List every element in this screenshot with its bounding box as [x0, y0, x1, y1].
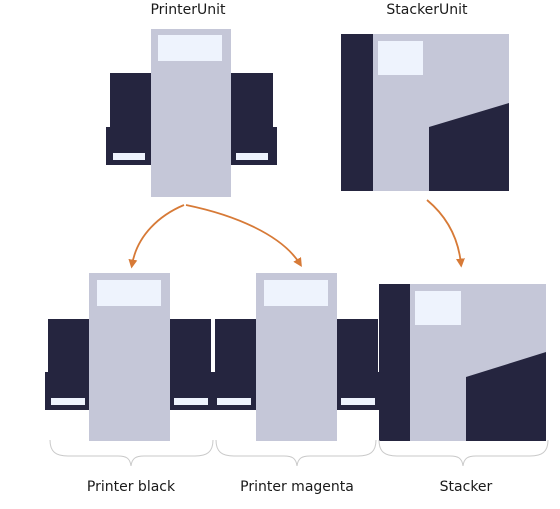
arrow-to-stacker — [426, 199, 465, 268]
brace-printer-black — [49, 439, 214, 467]
arrow-to-printer-black — [128, 204, 185, 269]
printer-unit-icon — [106, 29, 277, 197]
printer-black-icon — [45, 273, 214, 441]
stacker-unit-title: StackerUnit — [386, 2, 468, 18]
printer-unit-title: PrinterUnit — [150, 2, 226, 18]
brace-stacker — [378, 439, 549, 467]
stacker-label: Stacker — [439, 479, 493, 495]
stacker-icon — [379, 284, 546, 441]
brace-printer-magenta — [215, 439, 377, 467]
printer-magenta-icon — [212, 273, 381, 441]
arrow-to-printer-magenta — [185, 204, 302, 268]
printer-black-label: Printer black — [86, 479, 176, 495]
stacker-unit-icon — [341, 34, 509, 191]
printer-magenta-label: Printer magenta — [240, 479, 354, 495]
